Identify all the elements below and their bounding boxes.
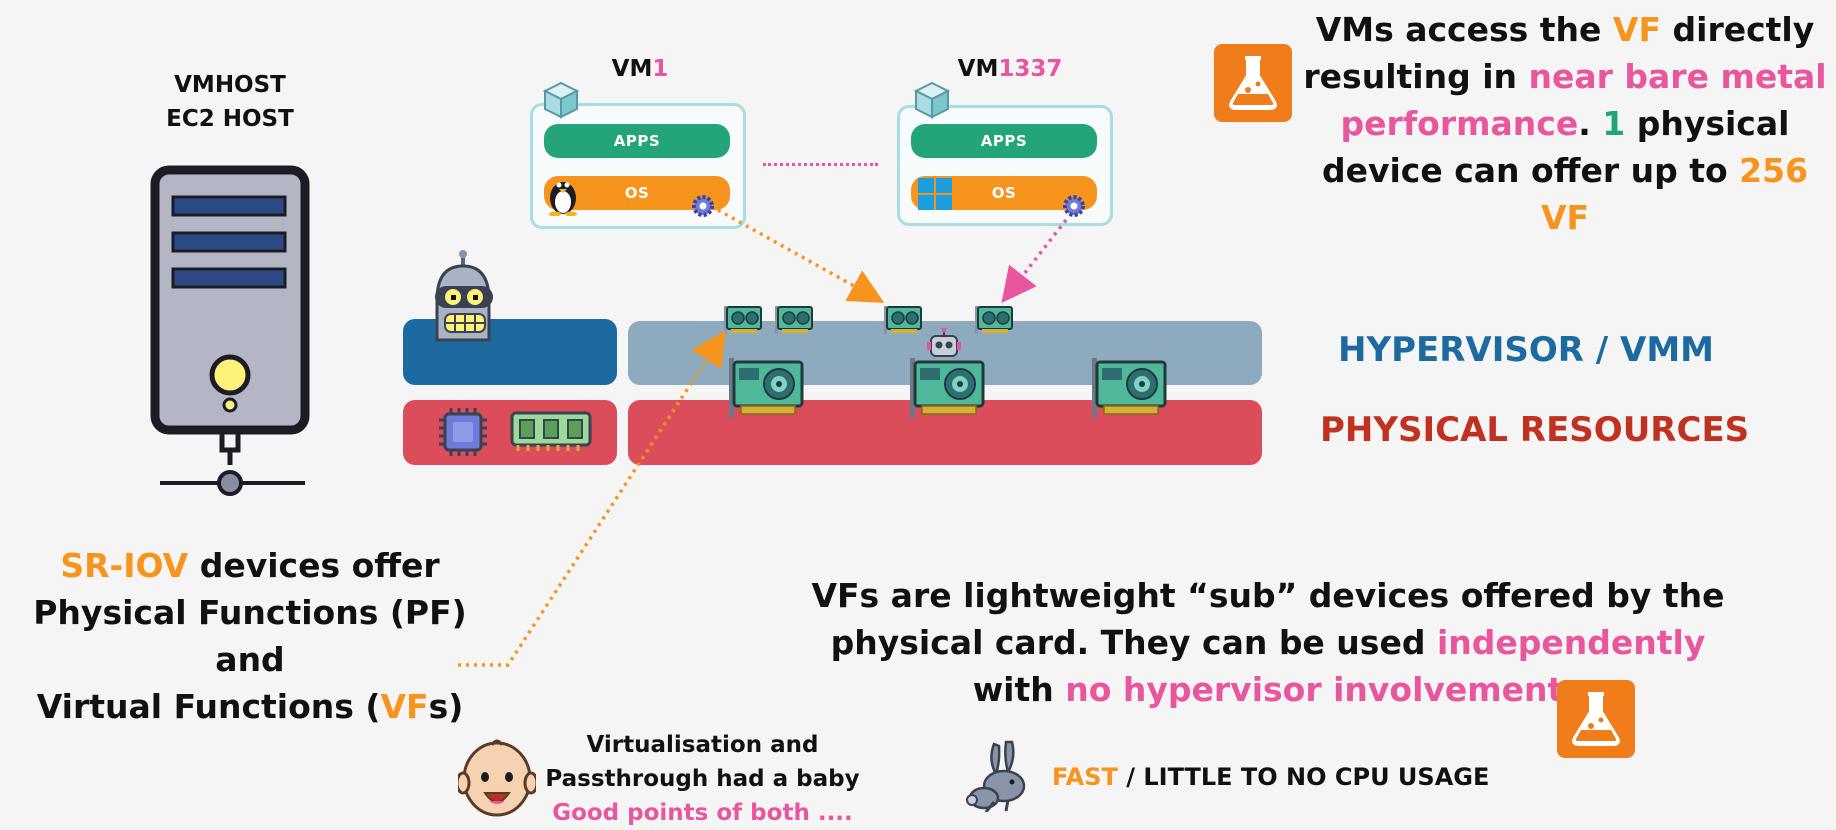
vf-card-icon — [775, 306, 813, 334]
lab-flask-icon — [1214, 44, 1292, 122]
physical-gpu-card-icon — [1092, 358, 1167, 418]
baby-face-icon — [458, 739, 536, 817]
vf-card-icon — [975, 306, 1013, 334]
cpu-chip-icon — [439, 408, 487, 456]
lab-flask-icon — [1557, 680, 1635, 758]
server-icon — [150, 165, 310, 496]
vm2-apps-pill: APPS — [911, 124, 1097, 158]
physical-gpu-card-icon — [729, 358, 804, 418]
vfs-description-text: VFs are lightweight “sub” devices offere… — [811, 576, 1725, 709]
bender-robot-icon — [435, 250, 493, 342]
linux-penguin-icon — [549, 182, 577, 216]
baby-caption: Virtualisation and Passthrough had a bab… — [545, 732, 860, 826]
fast-caption: FAST / LITTLE TO NO CPU USAGE — [1052, 763, 1490, 791]
vm-dotted-connector — [763, 163, 878, 166]
vf-card-icon — [724, 306, 762, 334]
ram-module-icon — [510, 411, 592, 451]
sriov-text: SR-IOV devices offer Physical Functions … — [33, 546, 467, 726]
vm2-gear-icon — [1063, 195, 1085, 217]
hypervisor-label: HYPERVISOR / VMM — [1338, 330, 1715, 370]
host-label: VMHOST EC2 HOST — [166, 72, 294, 132]
vf-direct-access-text: VMs access the VF directly resulting in … — [1303, 10, 1827, 237]
vm1-cube-icon — [542, 81, 580, 119]
rabbit-icon — [966, 740, 1026, 812]
physical-gpu-card-icon — [910, 358, 985, 418]
vm2-cube-icon — [913, 81, 951, 119]
physical-resources-label: PHYSICAL RESOURCES — [1320, 410, 1750, 450]
vm1-apps-pill: APPS — [544, 124, 730, 158]
vf-card-icon — [884, 306, 922, 334]
windows-logo-icon — [918, 178, 952, 210]
vm2-title: VM1337 — [957, 56, 1063, 82]
vm1-gear-icon — [692, 195, 714, 217]
vm1-title: VM1 — [611, 56, 669, 82]
small-robot-icon — [927, 328, 961, 357]
